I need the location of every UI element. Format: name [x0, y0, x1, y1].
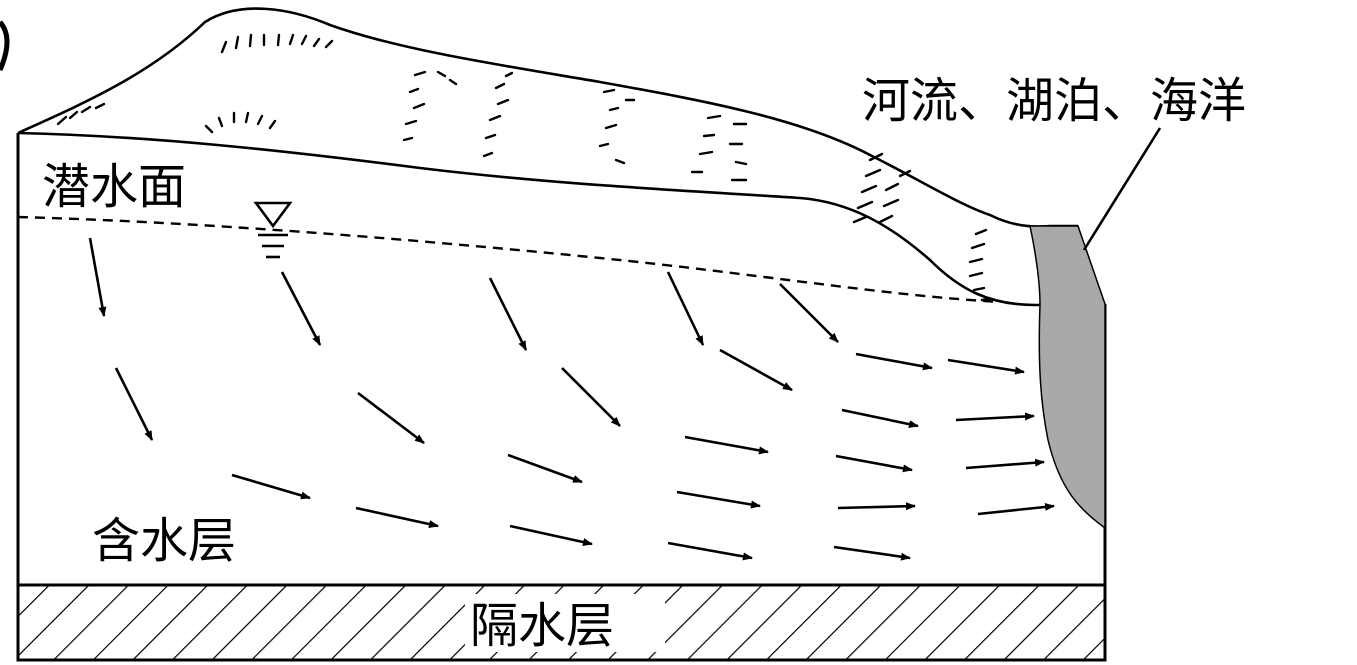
flow-arrow — [977, 502, 1055, 516]
flow-arrow — [509, 524, 593, 546]
flow-arrow — [355, 506, 439, 528]
flow-arrow — [561, 367, 621, 427]
flow-arrow — [231, 473, 311, 500]
flow-arrow — [676, 490, 761, 509]
flow-arrow — [955, 412, 1035, 422]
flow-arrows — [88, 237, 1055, 561]
flow-arrow — [666, 271, 705, 346]
flow-arrow — [88, 237, 107, 317]
water-body — [1029, 225, 1106, 530]
flow-arrow — [719, 348, 793, 392]
flow-arrow — [965, 458, 1045, 470]
flow-arrow — [841, 408, 919, 429]
water-body-leader-line — [1082, 127, 1162, 251]
aquiclude-label: 隔水层 — [470, 598, 614, 654]
flow-arrow — [684, 435, 769, 455]
flow-arrow — [667, 541, 753, 561]
flow-arrow — [855, 352, 933, 371]
ground-surface-back-edge — [17, 7, 1078, 228]
flow-arrow — [947, 358, 1025, 375]
hill-texture — [56, 33, 994, 302]
ground-surface-front-edge — [17, 131, 1106, 307]
water-table-line — [17, 215, 1001, 304]
aquifer-label: 含水层 — [92, 513, 236, 569]
water-table-label: 潜水面 — [42, 159, 186, 215]
flow-arrow — [114, 367, 154, 441]
flow-arrow — [280, 271, 322, 346]
flow-arrow — [837, 502, 916, 511]
flow-arrow — [357, 391, 425, 445]
aquiclude-label-backing — [465, 594, 665, 652]
flow-arrow — [835, 454, 913, 473]
flow-arrow — [488, 277, 528, 351]
flow-arrow — [779, 283, 839, 343]
flow-arrow — [507, 453, 583, 484]
inverted-triangle-icon — [253, 201, 293, 259]
water-body-label: 河流、湖泊、海洋 — [862, 73, 1246, 129]
edge-glyph — [0, 20, 10, 72]
flow-arrow — [833, 545, 911, 561]
